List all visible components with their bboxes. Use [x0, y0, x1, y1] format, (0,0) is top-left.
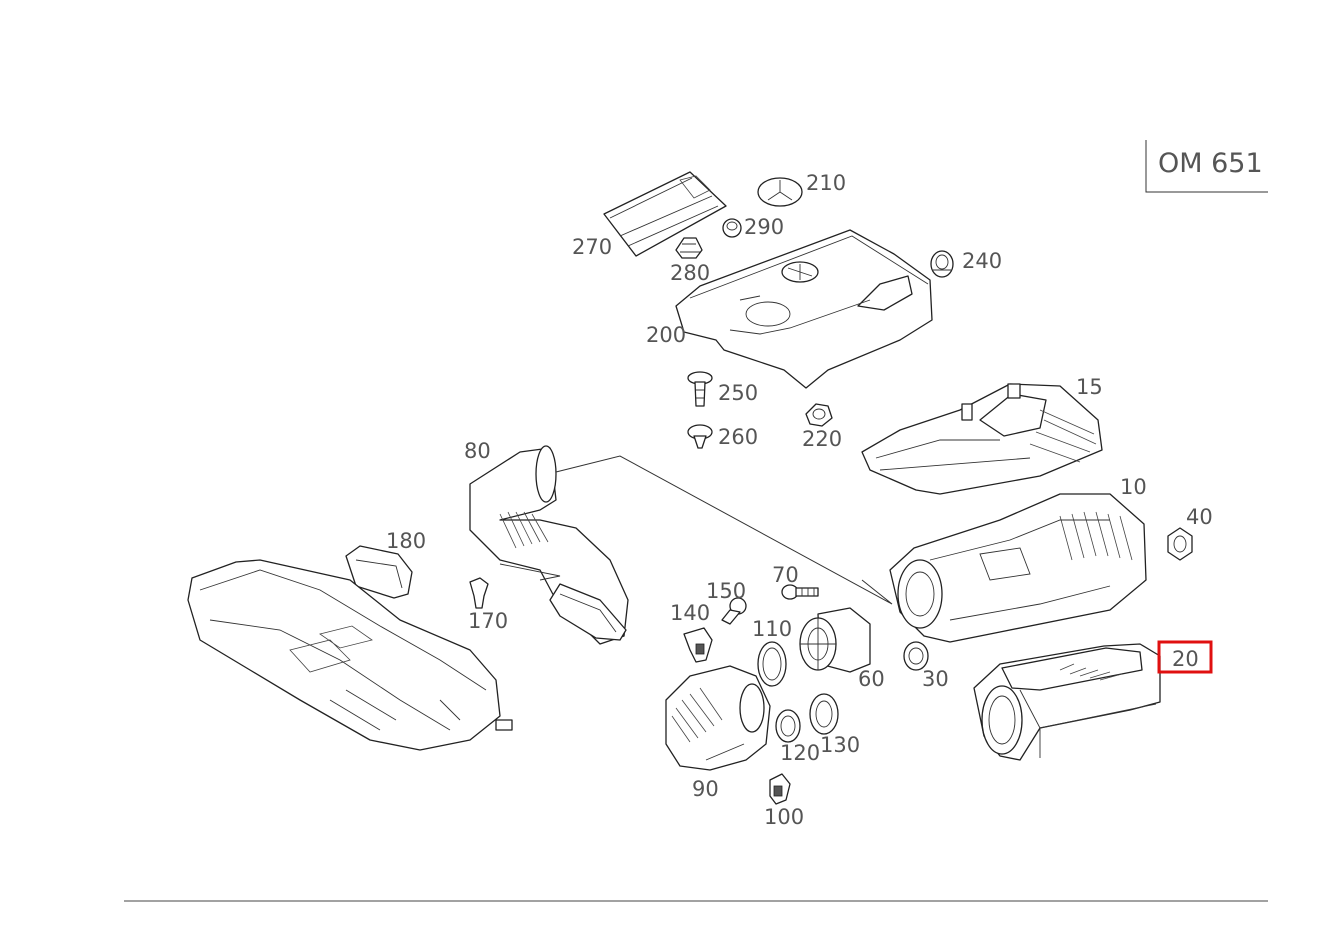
- label-140[interactable]: 140: [670, 601, 710, 625]
- leader-line-80-10: [555, 455, 893, 605]
- label-240[interactable]: 240: [962, 249, 1002, 273]
- part-10-filter-housing[interactable]: [889, 493, 1147, 643]
- label-170[interactable]: 170: [468, 609, 508, 633]
- part-40-cap[interactable]: [1167, 527, 1193, 561]
- label-40[interactable]: 40: [1186, 505, 1213, 529]
- undertray[interactable]: [187, 559, 513, 751]
- part-180-gasket[interactable]: [345, 545, 413, 599]
- part-200-engine-cover[interactable]: [675, 229, 933, 389]
- label-60[interactable]: 60: [858, 667, 885, 691]
- label-130[interactable]: 130: [820, 733, 860, 757]
- part-60-connector[interactable]: [799, 607, 871, 673]
- label-80[interactable]: 80: [464, 439, 491, 463]
- label-260[interactable]: 260: [718, 425, 758, 449]
- engine-label-box: OM 651: [1145, 140, 1268, 193]
- highlight-box: [1157, 640, 1213, 674]
- part-15-housing-upper[interactable]: [861, 383, 1103, 495]
- part-240-grommet[interactable]: [930, 250, 954, 278]
- part-30-seal[interactable]: [903, 641, 929, 671]
- label-290[interactable]: 290: [744, 215, 784, 239]
- label-15[interactable]: 15: [1076, 375, 1103, 399]
- part-270-cover-plate[interactable]: [603, 171, 727, 257]
- label-210[interactable]: 210: [806, 171, 846, 195]
- label-30[interactable]: 30: [922, 667, 949, 691]
- label-280[interactable]: 280: [670, 261, 710, 285]
- part-120-clamp[interactable]: [775, 709, 801, 743]
- part-110-clamp[interactable]: [757, 641, 787, 687]
- part-280-clip[interactable]: [675, 237, 703, 259]
- label-220[interactable]: 220: [802, 427, 842, 451]
- part-170-clip[interactable]: [469, 577, 489, 609]
- label-150[interactable]: 150: [706, 579, 746, 603]
- highlight-part-20[interactable]: 20: [1157, 640, 1213, 674]
- label-90[interactable]: 90: [692, 777, 719, 801]
- part-labels: 15 10 40 30 60 70 80 90 100 110 120 130 …: [386, 171, 1213, 829]
- part-260-clip[interactable]: [687, 424, 713, 449]
- part-80-air-duct[interactable]: [469, 445, 629, 645]
- label-180[interactable]: 180: [386, 529, 426, 553]
- label-20[interactable]: 20: [1172, 647, 1199, 671]
- part-220-nut[interactable]: [805, 403, 833, 427]
- label-100[interactable]: 100: [764, 805, 804, 829]
- part-290-grommet[interactable]: [722, 218, 742, 238]
- label-70[interactable]: 70: [772, 563, 799, 587]
- label-10[interactable]: 10: [1120, 475, 1147, 499]
- label-270[interactable]: 270: [572, 235, 612, 259]
- engine-code-label: OM 651: [1158, 148, 1263, 179]
- part-150-plug[interactable]: [721, 597, 747, 625]
- part-90-intake-pipe[interactable]: [665, 665, 771, 771]
- part-70-bolt[interactable]: [781, 584, 819, 600]
- part-140-sensor[interactable]: [683, 627, 713, 663]
- label-110[interactable]: 110: [752, 617, 792, 641]
- part-250-bolt[interactable]: [687, 371, 713, 407]
- label-250[interactable]: 250: [718, 381, 758, 405]
- part-100-sensor[interactable]: [769, 773, 791, 805]
- label-120[interactable]: 120: [780, 741, 820, 765]
- part-210-emblem[interactable]: [757, 177, 803, 207]
- label-200[interactable]: 200: [646, 323, 686, 347]
- part-130-seal[interactable]: [809, 693, 839, 735]
- part-20-filter-element[interactable]: [973, 643, 1161, 761]
